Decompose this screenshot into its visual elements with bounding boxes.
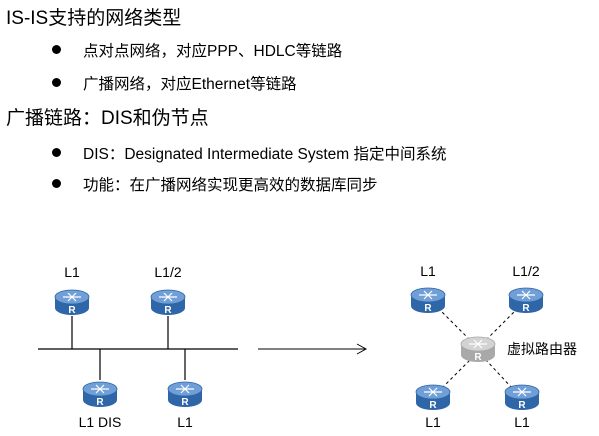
bullet-dot-icon: [52, 78, 61, 88]
pseudo-link-line: [437, 307, 471, 341]
router-label: L1: [64, 264, 80, 280]
broadcast-network-diagram: L1 L1/2 L1 DIS L1: [38, 264, 238, 430]
section2-title: 广播链路：DIS和伪节点: [6, 108, 209, 129]
router-icon: [415, 384, 451, 412]
section1-bullet-1: 点对点网络，对应PPP、HDLC等链路: [52, 41, 342, 63]
router-icon: [54, 289, 90, 317]
router-icon: [150, 289, 186, 317]
pseudo-link-line: [485, 307, 519, 341]
section2-bullet-1: DIS：Designated Intermediate System 指定中间系…: [52, 144, 447, 166]
router-icon: [508, 287, 544, 315]
router-label: L1 DIS: [79, 414, 122, 430]
section1-bullet-2: 广播网络，对应Ethernet等链路: [52, 74, 297, 96]
router-label: L1/2: [512, 263, 539, 279]
router-label: L1: [514, 414, 530, 430]
bullet-dot-icon: [52, 179, 61, 189]
section1-title: IS-IS支持的网络类型: [6, 8, 182, 29]
pseudonode-diagram: L1 L1/2 L1 L1 虚拟路由器: [410, 263, 577, 430]
router-label: L1: [177, 414, 193, 430]
pseudo-link-line: [441, 359, 471, 389]
router-icon: [410, 287, 446, 315]
transform-arrow-icon: [258, 343, 368, 355]
bullet-dot-icon: [52, 45, 61, 55]
pseudo-link-line: [485, 359, 513, 389]
bullet-dot-icon: [52, 148, 61, 158]
pseudo-router-icon: [460, 336, 496, 364]
router-icon: [167, 381, 203, 409]
pseudo-node-label: 虚拟路由器: [507, 341, 577, 357]
router-label: L1: [420, 263, 436, 279]
router-label: L1: [425, 414, 441, 430]
router-icon: [504, 384, 540, 412]
router-icon: [82, 381, 118, 409]
section2-bullet-2: 功能：在广播网络实现更高效的数据库同步: [52, 175, 378, 197]
router-label: L1/2: [154, 264, 181, 280]
